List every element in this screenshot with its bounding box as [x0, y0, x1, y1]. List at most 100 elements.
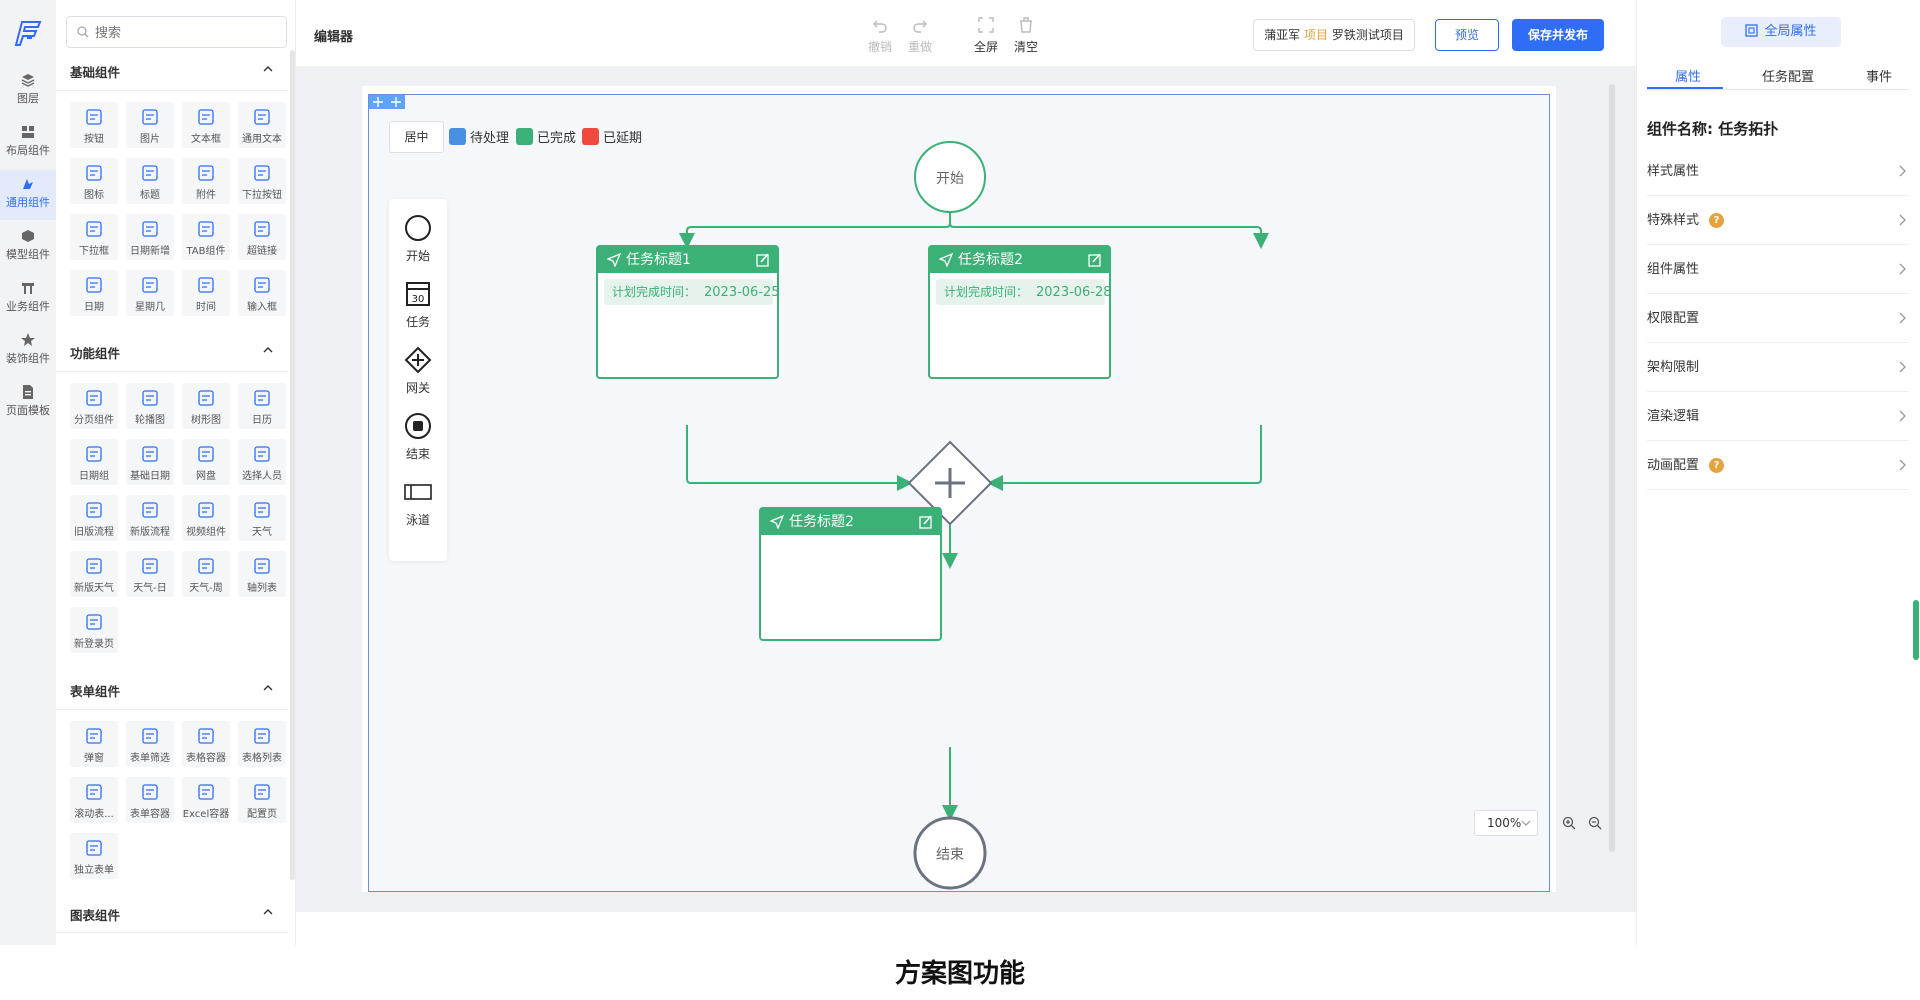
panel-scrollbar[interactable] [290, 50, 295, 880]
right-scrollbar[interactable] [1913, 600, 1919, 660]
edit-icon[interactable] [919, 515, 933, 529]
component-item[interactable]: 新登录页 [70, 607, 118, 653]
component-item[interactable]: 下拉按钮 [238, 158, 286, 204]
component-item[interactable]: 滚动表... [70, 777, 118, 823]
global-properties-button[interactable]: 全局属性 [1721, 17, 1841, 47]
component-item[interactable]: 图标 [70, 158, 118, 204]
component-item[interactable]: 表格容器 [182, 721, 230, 767]
save-publish-button[interactable]: 保存并发布 [1512, 19, 1604, 51]
palette-start[interactable]: 开始 [389, 213, 447, 264]
property-row[interactable]: 动画配置? [1647, 441, 1909, 490]
edit-icon[interactable] [1088, 253, 1102, 267]
rail-item-decor[interactable]: 装饰组件 [0, 326, 56, 376]
component-item[interactable]: 表格列表 [238, 721, 286, 767]
component-item[interactable]: 天气-日 [126, 551, 174, 597]
search-input[interactable] [95, 23, 275, 43]
component-item[interactable]: 下拉框 [70, 214, 118, 260]
component-item[interactable]: 轮播图 [126, 383, 174, 429]
chevron-up-icon[interactable] [261, 343, 275, 357]
center-button[interactable]: 居中 [389, 121, 444, 153]
component-item[interactable]: 天气 [238, 495, 286, 541]
component-item[interactable]: 日期组 [70, 439, 118, 485]
end-node[interactable] [913, 816, 987, 890]
topology-component[interactable]: 居中 待处理 已完成 已延期 开始 30 任务 网关 [368, 94, 1550, 892]
component-item[interactable]: 标题 [126, 158, 174, 204]
property-row[interactable]: 渲染逻辑 [1647, 392, 1909, 441]
component-item[interactable]: 视频组件 [182, 495, 230, 541]
palette-end[interactable]: 结束 [389, 411, 447, 462]
component-item[interactable]: Excel容器 [182, 777, 230, 823]
component-item[interactable]: 按钮 [70, 102, 118, 148]
tab-task-config[interactable]: 任务配置 [1762, 70, 1815, 85]
search-box[interactable] [66, 16, 287, 48]
component-item[interactable]: 超链接 [238, 214, 286, 260]
rail-item-business[interactable]: 业务组件 [0, 274, 56, 324]
undo-button[interactable]: 撤销 [860, 16, 900, 55]
component-item[interactable]: 图片 [126, 102, 174, 148]
edge-start-to-tasks[interactable] [679, 212, 1269, 249]
rail-item-general[interactable]: 通用组件 [0, 170, 56, 220]
task-node[interactable]: 任务标题2 计划完成时间：2023-06-28 [928, 245, 1112, 379]
move-handle[interactable] [369, 95, 405, 109]
rail-item-template[interactable]: 页面模板 [0, 378, 56, 428]
component-item[interactable]: 输入框 [238, 270, 286, 316]
canvas-scrollbar[interactable] [1609, 84, 1615, 852]
component-item[interactable]: 旧版流程 [70, 495, 118, 541]
redo-button[interactable]: 重做 [900, 16, 940, 55]
task-node[interactable]: 任务标题2 [759, 507, 942, 641]
component-item[interactable]: 星期几 [126, 270, 174, 316]
component-item[interactable]: 独立表单 [70, 833, 118, 879]
chevron-up-icon[interactable] [261, 681, 275, 695]
preview-button[interactable]: 预览 [1435, 19, 1499, 51]
tab-properties[interactable]: 属性 [1675, 70, 1702, 85]
edge-task2-to-gateway[interactable] [987, 425, 1262, 491]
component-item[interactable]: 新版流程 [126, 495, 174, 541]
component-item[interactable]: 树形图 [182, 383, 230, 429]
component-item[interactable]: 附件 [182, 158, 230, 204]
rail-item-layout[interactable]: 布局组件 [0, 118, 56, 168]
component-item[interactable]: 选择人员 [238, 439, 286, 485]
palette-task[interactable]: 30 任务 [389, 279, 447, 330]
rail-item-model[interactable]: 模型组件 [0, 222, 56, 272]
chevron-up-icon[interactable] [261, 62, 275, 76]
tab-events[interactable]: 事件 [1866, 70, 1893, 85]
component-item[interactable]: 表单容器 [126, 777, 174, 823]
task-node[interactable]: 任务标题1 计划完成时间：2023-06-25 [596, 245, 780, 379]
component-item[interactable]: 天气-周 [182, 551, 230, 597]
clear-button[interactable]: 清空 [1006, 16, 1046, 55]
property-row[interactable]: 权限配置 [1647, 294, 1909, 343]
component-item[interactable]: TAB组件 [182, 214, 230, 260]
component-item[interactable]: 新版天气 [70, 551, 118, 597]
project-selector[interactable]: 蒲亚军 项目 罗铁测试项目 [1253, 19, 1415, 51]
help-icon[interactable]: ? [1709, 213, 1725, 228]
component-item[interactable]: 弹窗 [70, 721, 118, 767]
component-item[interactable]: 配置页 [238, 777, 286, 823]
zoom-in-icon[interactable] [1562, 816, 1576, 830]
rail-item-layers[interactable]: 图层 [0, 66, 56, 116]
palette-gateway[interactable]: 网关 [389, 345, 447, 396]
component-item[interactable]: 日历 [238, 383, 286, 429]
component-item[interactable]: 轴列表 [238, 551, 286, 597]
component-item[interactable]: 分页组件 [70, 383, 118, 429]
property-row[interactable]: 样式属性 [1647, 147, 1909, 196]
edge-task1-to-gateway[interactable] [686, 425, 913, 491]
component-item[interactable]: 表单筛选 [126, 721, 174, 767]
fullscreen-button[interactable]: 全屏 [966, 16, 1006, 55]
component-item[interactable]: 日期 [70, 270, 118, 316]
zoom-out-icon[interactable] [1588, 816, 1602, 830]
zoom-select[interactable]: 100% [1474, 810, 1538, 836]
start-node[interactable] [914, 141, 986, 213]
component-item[interactable]: 基础日期 [126, 439, 174, 485]
component-item[interactable]: 时间 [182, 270, 230, 316]
help-icon[interactable]: ? [1709, 458, 1725, 473]
property-row[interactable]: 组件属性 [1647, 245, 1909, 294]
edit-icon[interactable] [756, 253, 770, 267]
palette-swimlane[interactable]: 泳道 [389, 477, 447, 528]
chevron-up-icon[interactable] [261, 905, 275, 919]
component-item[interactable]: 网盘 [182, 439, 230, 485]
component-item[interactable]: 通用文本 [238, 102, 286, 148]
property-row[interactable]: 特殊样式? [1647, 196, 1909, 245]
component-item[interactable]: 文本框 [182, 102, 230, 148]
component-item[interactable]: 日期新增 [126, 214, 174, 260]
property-row[interactable]: 架构限制 [1647, 343, 1909, 392]
